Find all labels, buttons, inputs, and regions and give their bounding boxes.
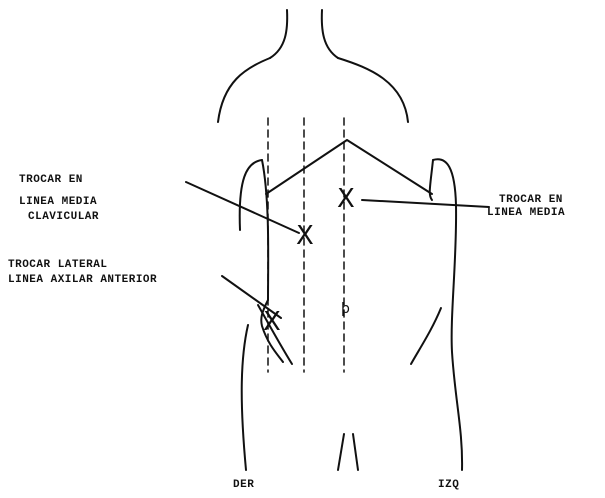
right-lower-flank-outline xyxy=(242,325,248,470)
lateral-label-line1: TROCAR LATERAL xyxy=(8,259,107,272)
midclavicular-label-line2: LINEA MEDIA xyxy=(19,196,97,209)
neck-right-line xyxy=(322,10,338,58)
groin-left-line xyxy=(353,434,358,470)
midline-label-line2: LINEA MEDIA xyxy=(487,207,565,220)
umbilicus-mark: þ xyxy=(341,303,350,316)
midclavicular-trocar-mark: X xyxy=(296,223,314,249)
midline-label-line1: TROCAR EN xyxy=(499,194,563,207)
left-arm-inner-line xyxy=(433,159,456,205)
right-arm-inner-line xyxy=(240,160,262,230)
lateral-label-line2: LINEA AXILAR ANTERIOR xyxy=(8,274,157,287)
midclavicular-leader-line xyxy=(186,182,299,233)
midclavicular-label-line3: CLAVICULAR xyxy=(28,211,99,224)
left-lower-flank-outline xyxy=(452,205,462,470)
left-side-label: IZQ xyxy=(438,479,459,492)
neck-left-line xyxy=(270,10,287,58)
right-shoulder-outline xyxy=(218,58,270,122)
left-shoulder-outline xyxy=(338,58,408,122)
groin-right-line xyxy=(338,434,344,470)
midline-trocar-mark: X xyxy=(337,186,355,212)
right-side-label: DER xyxy=(233,479,254,492)
midclavicular-label-line1: TROCAR EN xyxy=(19,174,83,187)
lateral-trocar-mark: X xyxy=(263,309,281,335)
midline-leader-line xyxy=(362,200,489,207)
left-hip-curve xyxy=(411,308,441,364)
